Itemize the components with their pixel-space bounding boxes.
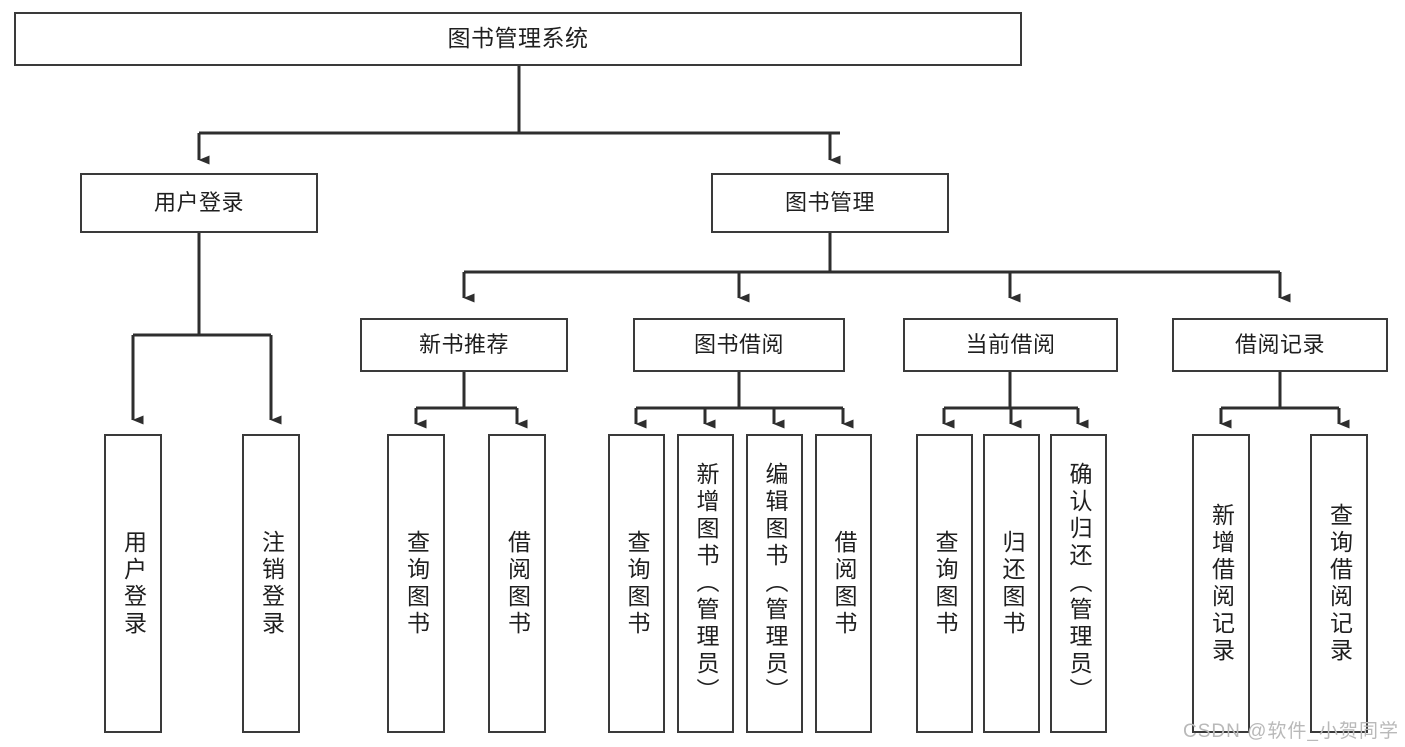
leaf-recommend-query-book[interactable]: 查询图书 (387, 434, 445, 733)
node-new-book-recommend[interactable]: 新书推荐 (360, 318, 568, 372)
leaf-borrow-add-book-admin[interactable]: 新增图书（管理员） (677, 434, 734, 733)
node-label: 确认归还（管理员） (1066, 462, 1092, 705)
leaf-user-login[interactable]: 用户登录 (104, 434, 162, 733)
node-borrow-record[interactable]: 借阅记录 (1172, 318, 1388, 372)
node-label: 借阅图书 (504, 529, 531, 638)
node-label: 新增图书（管理员） (693, 462, 719, 705)
node-label: 查询借阅记录 (1326, 502, 1353, 665)
node-label: 图书借阅 (693, 332, 784, 358)
leaf-recommend-borrow-book[interactable]: 借阅图书 (488, 434, 546, 733)
node-label: 当前借阅 (965, 332, 1056, 358)
leaf-borrow-borrow-book[interactable]: 借阅图书 (815, 434, 872, 733)
leaf-borrow-query-book[interactable]: 查询图书 (608, 434, 665, 733)
leaf-current-query-book[interactable]: 查询图书 (916, 434, 973, 733)
node-label: 查询图书 (403, 529, 430, 638)
node-user-login[interactable]: 用户登录 (80, 173, 318, 233)
leaf-current-confirm-return-admin[interactable]: 确认归还（管理员） (1050, 434, 1107, 733)
node-label: 新增借阅记录 (1208, 502, 1235, 665)
leaf-record-query-record[interactable]: 查询借阅记录 (1310, 434, 1368, 733)
leaf-user-logout[interactable]: 注销登录 (242, 434, 300, 733)
node-label: 借阅记录 (1234, 332, 1325, 358)
leaf-record-add-record[interactable]: 新增借阅记录 (1192, 434, 1250, 733)
node-label: 编辑图书（管理员） (762, 462, 788, 705)
node-label: 用户登录 (120, 529, 147, 638)
node-current-borrow[interactable]: 当前借阅 (903, 318, 1118, 372)
node-label: 用户登录 (153, 190, 244, 216)
node-label: 注销登录 (258, 529, 285, 638)
node-label: 借阅图书 (831, 529, 857, 638)
node-label: 查询图书 (932, 529, 958, 638)
leaf-current-return-book[interactable]: 归还图书 (983, 434, 1040, 733)
node-label: 图书管理系统 (447, 25, 589, 52)
node-book-management[interactable]: 图书管理 (711, 173, 949, 233)
node-label: 新书推荐 (418, 332, 509, 358)
node-root-system[interactable]: 图书管理系统 (14, 12, 1022, 66)
leaf-borrow-edit-book-admin[interactable]: 编辑图书（管理员） (746, 434, 803, 733)
node-label: 归还图书 (999, 529, 1025, 638)
node-label: 图书管理 (784, 190, 875, 216)
node-label: 查询图书 (624, 529, 650, 638)
node-book-borrow[interactable]: 图书借阅 (633, 318, 845, 372)
